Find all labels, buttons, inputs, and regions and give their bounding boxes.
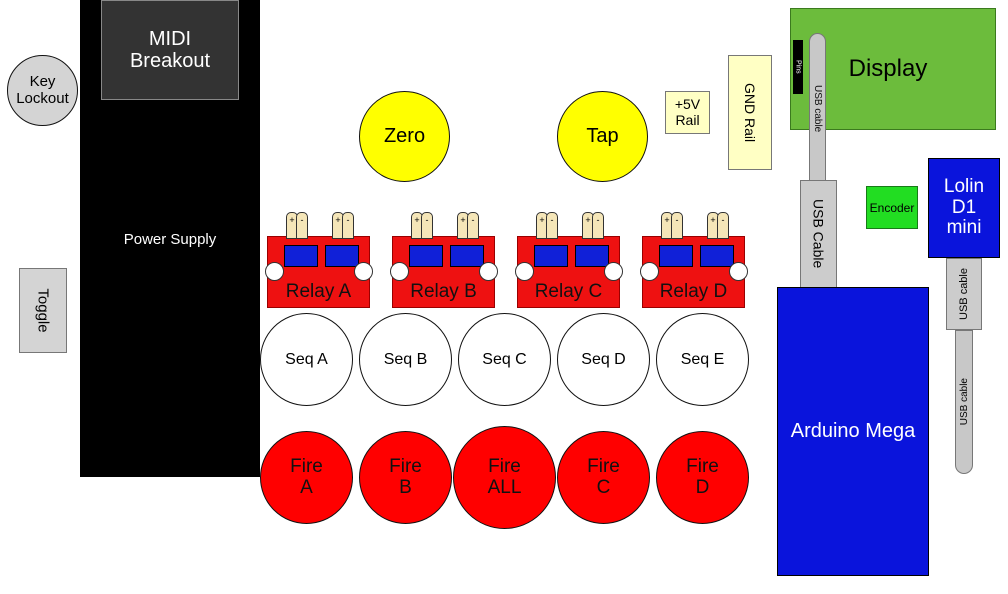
relay-terminal — [284, 245, 318, 267]
mount-hole — [729, 262, 748, 281]
lolin-d1-mini: Lolin D1 mini — [928, 158, 1000, 258]
relay-pin: - — [717, 212, 729, 239]
usb-cable-label: USB cable — [958, 378, 970, 426]
usb-cable-lolin: USB cable — [946, 258, 982, 330]
mount-hole — [640, 262, 659, 281]
mount-hole — [479, 262, 498, 281]
usb-cable-label: USB cable — [812, 85, 823, 133]
mount-hole — [265, 262, 284, 281]
relay-terminal — [575, 245, 609, 267]
relay-pin: - — [467, 212, 479, 239]
tap-button[interactable]: Tap — [557, 91, 648, 182]
relay-pin: + — [457, 212, 469, 239]
fire-d-button[interactable]: Fire D — [656, 431, 749, 524]
fire-a-button[interactable]: Fire A — [260, 431, 353, 524]
relay-pin: + — [536, 212, 548, 239]
gnd-rail-label: GND Rail — [742, 82, 758, 143]
relay-terminal — [325, 245, 359, 267]
toggle-switch[interactable]: Toggle — [19, 268, 67, 353]
relay-label: Relay D — [659, 281, 728, 302]
mount-hole — [515, 262, 534, 281]
relay-label: Relay A — [285, 281, 352, 302]
power-supply-label: Power Supply — [123, 230, 217, 248]
display-label: Display — [848, 55, 928, 82]
relay-terminal — [700, 245, 734, 267]
relay-label: Relay C — [534, 281, 603, 302]
seq-a-button[interactable]: Seq A — [260, 313, 353, 406]
fire-all-button[interactable]: Fire ALL — [453, 426, 556, 529]
seq-e-button[interactable]: Seq E — [656, 313, 749, 406]
relay-terminal — [450, 245, 484, 267]
relay-pin: - — [546, 212, 558, 239]
toggle-label: Toggle — [34, 288, 52, 333]
key-lockout-switch[interactable]: Key Lockout — [7, 55, 78, 126]
encoder[interactable]: Encoder — [866, 186, 918, 229]
gnd-rail: GND Rail — [728, 55, 772, 170]
fire-b-button[interactable]: Fire B — [359, 431, 452, 524]
usb-cable-lolin-tail: USB cable — [955, 330, 973, 474]
seq-b-button[interactable]: Seq B — [359, 313, 452, 406]
relay-pin: - — [671, 212, 683, 239]
relay-pin: - — [342, 212, 354, 239]
mount-hole — [390, 262, 409, 281]
midi-breakout: MIDI Breakout — [101, 0, 239, 100]
relay-label: Relay B — [410, 281, 477, 302]
fire-c-button[interactable]: Fire C — [557, 431, 650, 524]
usb-cable-label: USB Cable — [810, 199, 827, 269]
relay-pin: - — [296, 212, 308, 239]
display-pins-label: Pins — [794, 60, 802, 74]
display-pins: Pins — [793, 40, 803, 94]
relay-terminal — [409, 245, 443, 267]
seq-c-button[interactable]: Seq C — [458, 313, 551, 406]
usb-cable-connector: USB Cable — [800, 180, 837, 288]
relay-a: + - + - Relay A — [265, 212, 373, 308]
arduino-mega: Arduino Mega — [777, 287, 929, 576]
relay-d: + - + - Relay D — [640, 212, 748, 308]
relay-pin: - — [592, 212, 604, 239]
mount-hole — [354, 262, 373, 281]
zero-button[interactable]: Zero — [359, 91, 450, 182]
usb-cable-display: USB cable — [809, 33, 826, 185]
mount-hole — [604, 262, 623, 281]
relay-terminal — [659, 245, 693, 267]
plus5v-rail: +5V Rail — [665, 91, 710, 134]
relay-terminal — [534, 245, 568, 267]
relay-pin: - — [421, 212, 433, 239]
relay-b: + - + - Relay B — [390, 212, 498, 308]
seq-d-button[interactable]: Seq D — [557, 313, 650, 406]
relay-c: + - + - Relay C — [515, 212, 623, 308]
usb-cable-label: USB cable — [958, 268, 970, 320]
